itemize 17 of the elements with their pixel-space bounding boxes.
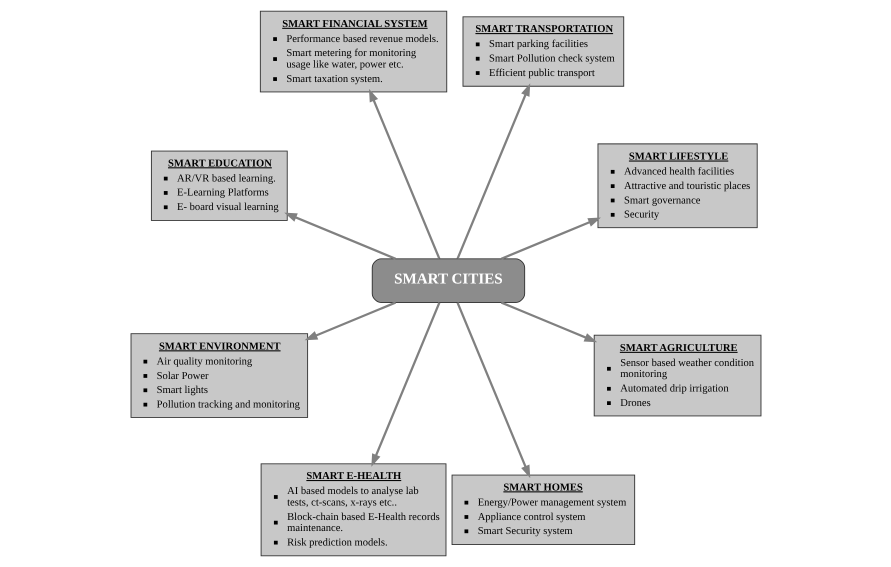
arrow bbox=[456, 83, 530, 260]
arrow bbox=[456, 302, 530, 478]
arrow bbox=[284, 212, 396, 260]
arrow bbox=[304, 302, 396, 340]
node-box: SMART E-HEALTH AI based models to analyse lab tests, ct-scans, x-rays etc.. Block-chain based E-Health records maintenance. Risk prediction models. bbox=[260, 463, 446, 556]
node-box: SMART AGRICULTURE Sensor based weather condition monitoring Automated drip irrigation Drones bbox=[593, 334, 761, 416]
node-box: SMART CITIES bbox=[371, 258, 525, 303]
arrow bbox=[370, 302, 440, 467]
arrow bbox=[500, 302, 597, 342]
node-box: SMART ENVIRONMENT Air quality monitoring Solar Power Smart lights Pollution tracking and monitoring bbox=[130, 333, 308, 418]
arrow bbox=[500, 218, 600, 260]
node-box: SMART HOMES Energy/Power management system Appliance control system Smart Security system bbox=[451, 474, 635, 545]
node-box: SMART TRANSPORTATION Smart parking facilities Smart Pollution check system Efficient public transport bbox=[462, 16, 624, 87]
node-box: SMART FINANCIAL SYSTEM Performance based revenue models. Smart metering for monitoring usage like water, power etc. Smart taxation system. bbox=[259, 10, 447, 92]
node-box: SMART EDUCATION AR/VR based learning. E-Learning Platforms E- board visual learning bbox=[150, 150, 288, 221]
node-box: SMART LIFESTYLE Advanced health facilities Attractive and touristic places Smart governance Security bbox=[597, 143, 758, 228]
arrow bbox=[368, 88, 440, 260]
